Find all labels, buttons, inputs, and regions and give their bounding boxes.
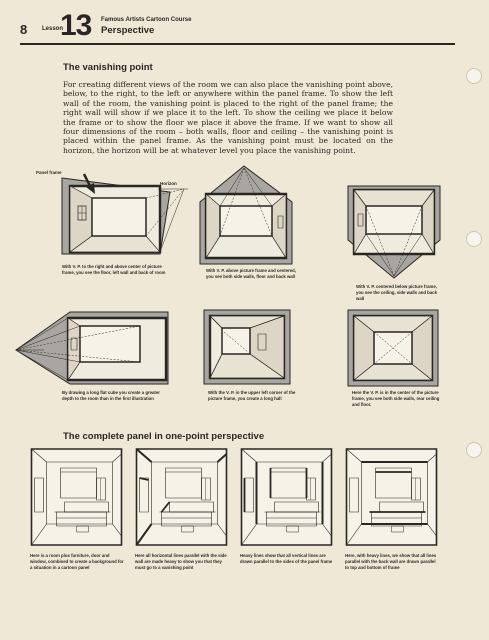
caption-diagram-2: With V. P. above picture frame and cente… <box>206 268 296 279</box>
room-panel-3 <box>240 448 333 546</box>
diagram-long-flat-cube <box>14 310 170 386</box>
diagram-long-hall <box>202 308 292 386</box>
caption-panel-4: Here, with heavy lines, we show that all… <box>345 553 437 570</box>
caption-diagram-1: With V. P. to the right and above center… <box>62 264 166 275</box>
header-rule <box>20 43 455 45</box>
room-panel-2 <box>135 448 228 546</box>
section-title-complete-panel: The complete panel in one-point perspect… <box>63 431 265 442</box>
diagram-vp-center <box>346 308 440 388</box>
page-number: 8 <box>20 22 28 37</box>
caption-diagram-6: Here the V. P. is in the center of the p… <box>352 390 440 407</box>
lesson-label: Lesson <box>42 26 64 32</box>
binder-hole-icon <box>466 68 482 84</box>
binder-hole-icon <box>466 442 482 458</box>
caption-diagram-4: By drawing a long flat cube you create a… <box>62 390 160 401</box>
binder-hole-icon <box>466 231 482 247</box>
diagram-vp-below-center <box>346 184 442 280</box>
caption-diagram-3: With V. P. centered below picture frame,… <box>356 284 437 301</box>
caption-panel-2: Here all horizontal lines parallel with … <box>135 553 227 570</box>
diagram-vp-right-above <box>60 170 190 260</box>
section-title-vanishing-point: The vanishing point <box>63 62 153 73</box>
room-panel-4 <box>345 448 438 546</box>
lesson-number: 13 <box>60 9 92 42</box>
horizon-label: Horizon <box>160 181 177 186</box>
room-panel-1 <box>30 448 123 546</box>
course-title: Famous Artists Cartoon Course <box>101 17 192 23</box>
panel-frame-label: Panel frame <box>36 170 62 175</box>
intro-paragraph: For creating different views of the room… <box>63 80 393 155</box>
diagram-vp-above-center <box>198 164 294 266</box>
caption-panel-3: Heavy lines show that all vertical lines… <box>240 553 333 564</box>
panel-frame-arrow-icon <box>82 173 95 194</box>
caption-panel-1: Here is a room plus furniture, door and … <box>30 553 124 570</box>
caption-diagram-5: With the V. P. in the upper left corner … <box>208 390 296 401</box>
topic-title: Perspective <box>101 25 155 36</box>
